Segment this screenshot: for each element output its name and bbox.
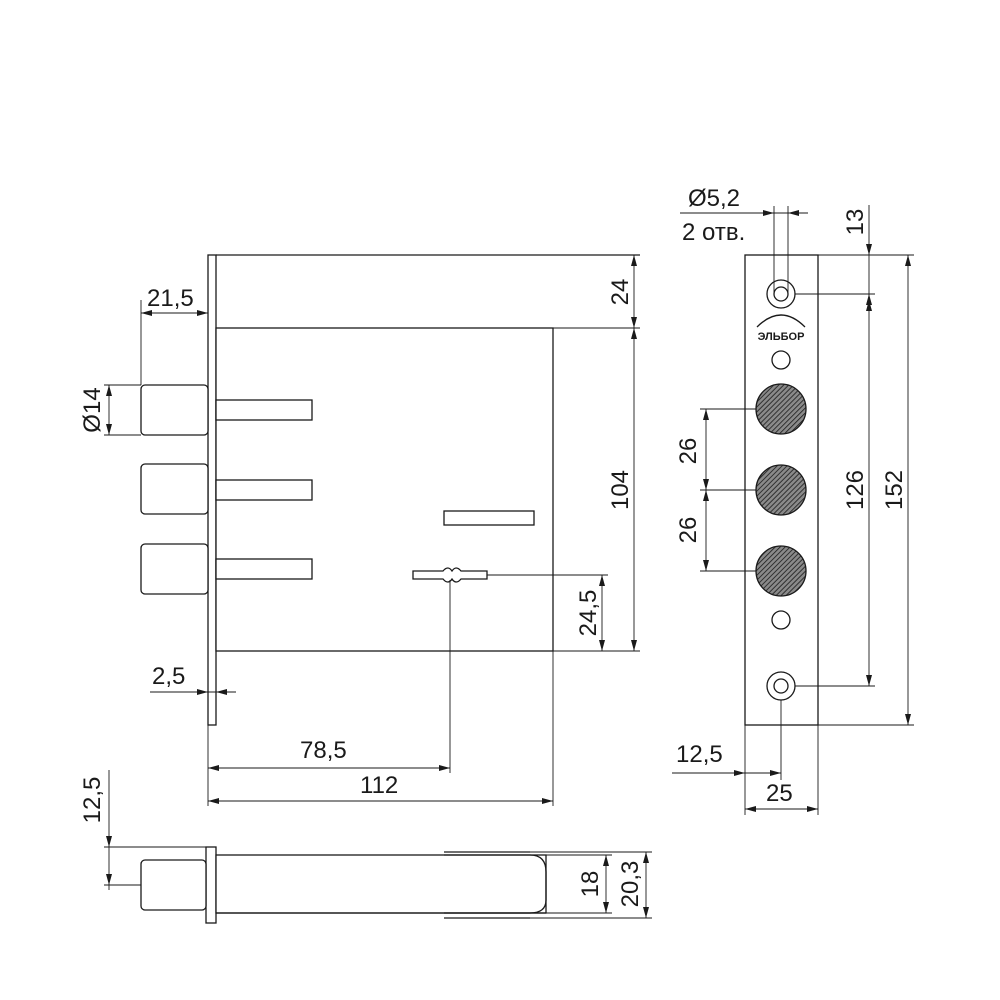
dim-total-thickness: 20,3 <box>617 861 644 908</box>
bottom-case-right <box>444 854 547 914</box>
front-view: 21,5 Ø14 24 104 24,5 2,5 <box>79 254 640 806</box>
bolt-3 <box>140 543 209 595</box>
faceplate-view: ЭЛЬБОР Ø5,2 2 отв. 13 126 <box>672 185 914 815</box>
logo-arc <box>756 314 806 328</box>
dim-hole-count: 2 отв. <box>682 219 745 246</box>
bolt-head-3 <box>755 545 807 597</box>
dim-hole-spacing: 126 <box>842 470 869 510</box>
dim-bolt-pitch-2: 26 <box>675 517 702 544</box>
dim-bolt-diameter: Ø14 <box>79 387 106 432</box>
dim-top-offset: 24 <box>607 279 634 306</box>
dim-keyhole-from-faceplate: 78,5 <box>300 737 347 764</box>
bottom-bolt <box>140 859 207 911</box>
dim-hole-center-offset: 12,5 <box>676 741 723 768</box>
latch-hole-bottom <box>771 610 791 630</box>
mount-hole-bottom-inner <box>773 678 789 694</box>
dim-case-depth: 112 <box>360 772 398 799</box>
bolt-1 <box>140 384 209 436</box>
dim-faceplate-width: 25 <box>766 780 793 807</box>
dim-hole-top-offset: 13 <box>842 209 869 236</box>
dim-case-height: 104 <box>607 470 634 510</box>
dim-faceplate-thickness: 2,5 <box>152 663 185 690</box>
bolt-bar-1 <box>215 399 313 421</box>
bolt-2 <box>140 463 209 515</box>
dim-keyhole-from-bottom: 24,5 <box>575 590 602 637</box>
dim-hole-diameter: Ø5,2 <box>688 185 740 212</box>
bolt-bar-3 <box>215 558 313 580</box>
latch-hole-top <box>771 350 791 370</box>
bottom-faceplate <box>205 846 217 924</box>
bottom-case <box>215 854 547 914</box>
bolt-head-2 <box>755 464 807 516</box>
dim-case-thickness: 18 <box>577 871 604 898</box>
dim-faceplate-height: 152 <box>881 470 908 510</box>
dim-bolt-pitch-1: 26 <box>675 438 702 465</box>
keyhole <box>412 567 488 583</box>
bolt-head-1 <box>755 383 807 435</box>
dim-backset-bolt: 21,5 <box>147 285 194 312</box>
elbor-logo: ЭЛЬБОР <box>756 314 806 343</box>
bolt-bar-2 <box>215 479 313 501</box>
cylinder-slot <box>443 510 535 526</box>
dim-bolt-axis-offset: 12,5 <box>79 777 106 824</box>
front-faceplate <box>207 254 217 726</box>
logo-text: ЭЛЬБОР <box>758 331 805 343</box>
bottom-view: 12,5 18 20,3 <box>79 770 652 924</box>
